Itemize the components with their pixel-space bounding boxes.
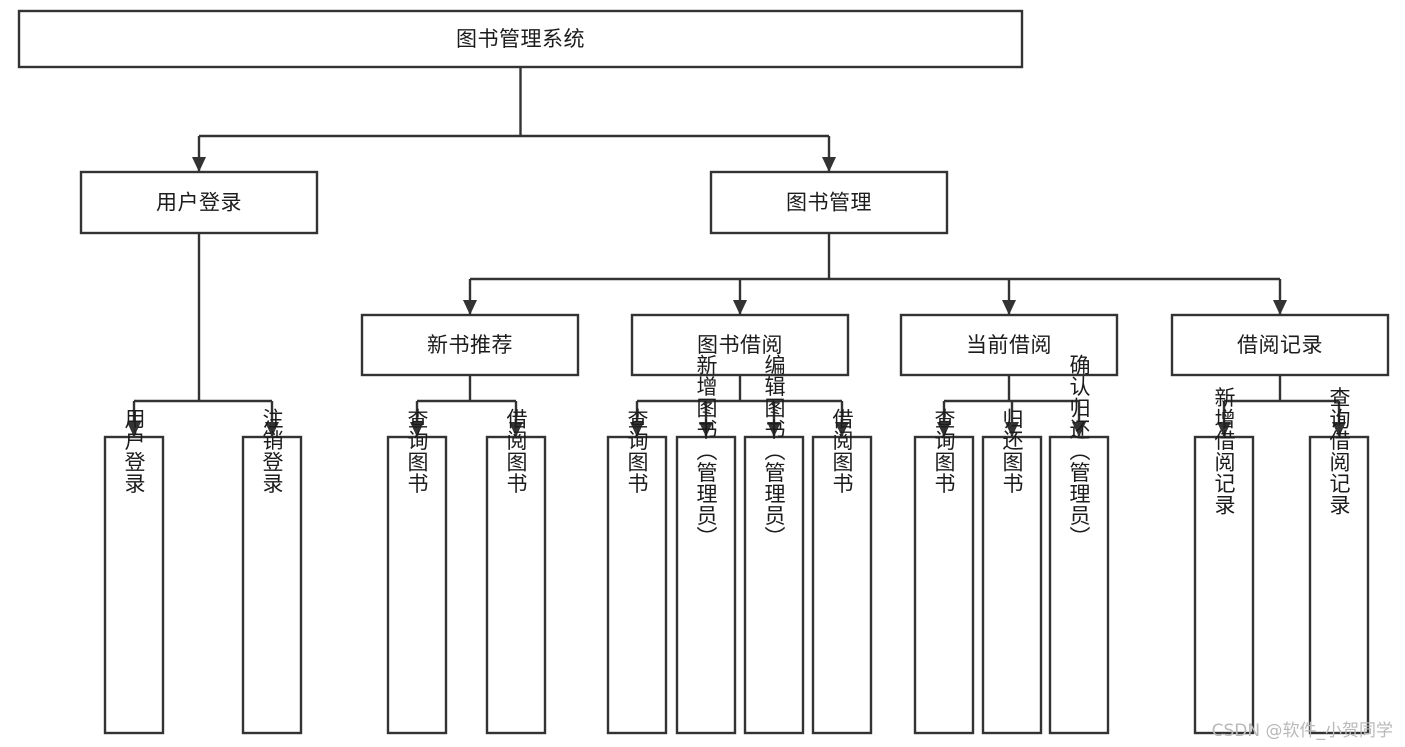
node-label-user-login: 用户登录	[156, 191, 242, 215]
arrow-head-icon	[127, 422, 141, 437]
arrow-head-icon	[192, 157, 206, 172]
node-label-new-book-recommend: 新书推荐	[427, 333, 513, 357]
arrow-head-icon	[1002, 300, 1016, 315]
node-box-book-borrow[interactable]	[630, 313, 850, 377]
arrow-head-icon	[937, 422, 951, 437]
node-box-book-management[interactable]	[709, 170, 949, 235]
arrow-head-icon	[733, 300, 747, 315]
node-label-leaf-borrow-book-recommend: 借阅图书	[504, 408, 528, 494]
node-leaf-edit-book[interactable]: 编辑图书（管理员）	[743, 354, 805, 735]
node-leaf-borrow-book[interactable]: 借阅图书	[811, 408, 873, 735]
node-borrow-record[interactable]: 借阅记录	[1170, 313, 1390, 377]
node-box-leaf-add-book[interactable]	[675, 435, 737, 735]
arrow-head-icon	[1332, 422, 1346, 437]
arrow-head-icon	[835, 422, 849, 437]
node-leaf-return-book[interactable]: 归还图书	[981, 408, 1043, 735]
node-label-leaf-logout: 注销登录	[260, 408, 284, 494]
node-leaf-confirm-return[interactable]: 确认归还（管理员）	[1048, 354, 1110, 735]
node-box-user-login[interactable]	[79, 170, 319, 235]
node-leaf-user-login[interactable]: 用户登录	[103, 408, 165, 735]
node-box-root[interactable]	[17, 9, 1024, 69]
node-box-current-borrow[interactable]	[899, 313, 1119, 377]
arrow-head-icon	[410, 422, 424, 437]
node-leaf-borrow-book-recommend[interactable]: 借阅图书	[485, 408, 547, 735]
node-box-leaf-add-borrow-record[interactable]	[1193, 435, 1255, 735]
node-book-management[interactable]: 图书管理	[709, 170, 949, 235]
arrow-head-icon	[699, 422, 713, 437]
node-leaf-add-borrow-record[interactable]: 新增借阅记录	[1193, 387, 1255, 735]
node-layer: 图书管理系统用户登录图书管理新书推荐图书借阅当前借阅借阅记录用户登录注销登录查询…	[17, 9, 1390, 735]
connector-group-current-borrow	[937, 375, 1086, 437]
node-box-leaf-edit-book[interactable]	[743, 435, 805, 735]
node-label-leaf-borrow-book: 借阅图书	[830, 408, 854, 494]
node-box-leaf-user-login[interactable]	[103, 435, 165, 735]
node-box-leaf-borrow-book[interactable]	[811, 435, 873, 735]
node-label-leaf-query-book-recommend: 查询图书	[405, 408, 429, 494]
node-box-leaf-query-borrow-record[interactable]	[1308, 435, 1370, 735]
node-box-leaf-confirm-return[interactable]	[1048, 435, 1110, 735]
node-label-root: 图书管理系统	[456, 27, 585, 51]
arrow-head-icon	[822, 157, 836, 172]
node-label-current-borrow: 当前借阅	[966, 333, 1052, 357]
node-label-leaf-query-borrow-record: 查询借阅记录	[1327, 387, 1351, 516]
node-leaf-query-book-borrow[interactable]: 查询图书	[606, 408, 668, 735]
arrow-head-icon	[1217, 422, 1231, 437]
node-box-leaf-query-book-current[interactable]	[913, 435, 975, 735]
connector-group-book-management	[463, 233, 1287, 315]
arrow-head-icon	[1273, 300, 1287, 315]
node-leaf-query-book-current[interactable]: 查询图书	[913, 408, 975, 735]
node-label-leaf-edit-book: 编辑图书（管理员）	[762, 354, 786, 548]
node-book-borrow[interactable]: 图书借阅	[630, 313, 850, 377]
node-leaf-query-borrow-record[interactable]: 查询借阅记录	[1308, 387, 1370, 735]
arrow-head-icon	[1005, 422, 1019, 437]
node-label-leaf-add-book: 新增图书（管理员）	[694, 354, 718, 548]
node-label-leaf-add-borrow-record: 新增借阅记录	[1212, 387, 1236, 516]
node-label-borrow-record: 借阅记录	[1237, 333, 1323, 357]
connector-group-user-login	[127, 233, 279, 437]
node-label-book-management: 图书管理	[786, 191, 872, 215]
node-box-leaf-logout[interactable]	[241, 435, 303, 735]
node-label-leaf-user-login: 用户登录	[122, 408, 146, 494]
node-current-borrow[interactable]: 当前借阅	[899, 313, 1119, 377]
node-box-leaf-return-book[interactable]	[981, 435, 1043, 735]
node-box-borrow-record[interactable]	[1170, 313, 1390, 377]
connector-group-new-book-recommend	[410, 375, 523, 437]
connector-layer	[127, 67, 1346, 437]
connector-group-borrow-record	[1217, 375, 1346, 437]
connector-group-book-borrow	[630, 375, 849, 437]
node-box-leaf-borrow-book-recommend[interactable]	[485, 435, 547, 735]
arrow-head-icon	[509, 422, 523, 437]
node-new-book-recommend[interactable]: 新书推荐	[360, 313, 580, 377]
node-label-leaf-query-book-borrow: 查询图书	[625, 408, 649, 494]
node-label-book-borrow: 图书借阅	[697, 333, 783, 357]
connector-group-root	[192, 67, 836, 172]
arrow-head-icon	[767, 422, 781, 437]
node-box-new-book-recommend[interactable]	[360, 313, 580, 377]
node-root[interactable]: 图书管理系统	[17, 9, 1024, 69]
node-box-leaf-query-book-borrow[interactable]	[606, 435, 668, 735]
node-label-leaf-return-book: 归还图书	[1000, 408, 1024, 494]
arrow-head-icon	[1072, 422, 1086, 437]
node-box-leaf-query-book-recommend[interactable]	[386, 435, 448, 735]
node-leaf-logout[interactable]: 注销登录	[241, 408, 303, 735]
node-user-login[interactable]: 用户登录	[79, 170, 319, 235]
node-leaf-query-book-recommend[interactable]: 查询图书	[386, 408, 448, 735]
arrow-head-icon	[630, 422, 644, 437]
node-label-leaf-query-book-current: 查询图书	[932, 408, 956, 494]
arrow-head-icon	[265, 422, 279, 437]
arrow-head-icon	[463, 300, 477, 315]
node-label-leaf-confirm-return: 确认归还（管理员）	[1067, 354, 1091, 548]
node-leaf-add-book[interactable]: 新增图书（管理员）	[675, 354, 737, 735]
